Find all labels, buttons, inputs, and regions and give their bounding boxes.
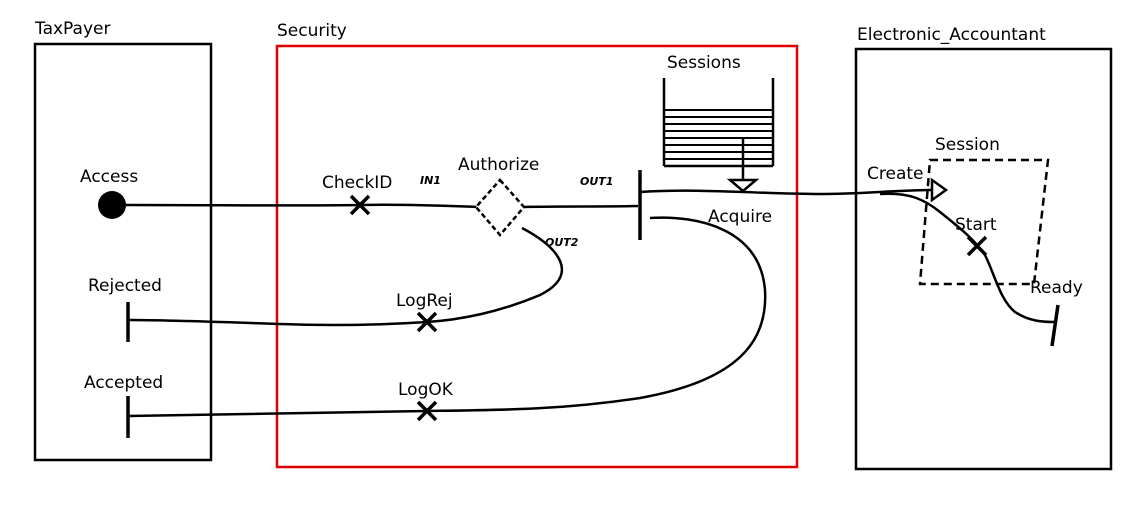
logrej-label: LogRej: [396, 291, 453, 311]
taxpayer-component: [33, 42, 213, 462]
out2-label: OUT2: [545, 236, 579, 249]
security-component: [275, 44, 799, 469]
taxpayer-title: TaxPayer: [34, 19, 110, 39]
path-out2-to-rejected: [127, 226, 564, 327]
create-label: Create: [867, 164, 924, 184]
logok-label: LogOK: [398, 380, 454, 400]
start-responsibility: [966, 235, 988, 257]
acquire-arrow: [726, 139, 760, 193]
path-authorize-to-out1: [521, 204, 639, 209]
checkid-label: CheckID: [322, 173, 392, 193]
checkid-responsibility: [349, 194, 371, 216]
logrej-responsibility: [416, 311, 438, 333]
ready-end-bar: [1050, 304, 1060, 347]
access-start-point: [98, 191, 126, 219]
session-slot: [918, 158, 1050, 286]
electronic-accountant-title: Electronic_Accountant: [857, 25, 1046, 45]
ready-label: Ready: [1030, 278, 1083, 298]
acquire-label: Acquire: [708, 207, 772, 227]
path-acquire-to-accepted: [127, 216, 767, 418]
rejected-label: Rejected: [88, 276, 162, 296]
accepted-label: Accepted: [84, 373, 163, 393]
in1-label: IN1: [420, 174, 441, 187]
authorize-label: Authorize: [458, 155, 539, 175]
authorize-or-fork: [474, 178, 526, 237]
sessions-label: Sessions: [667, 53, 741, 73]
access-label: Access: [80, 167, 138, 187]
path-access-to-authorize: [111, 203, 479, 209]
session-label: Session: [935, 135, 1000, 155]
path-out1-to-create: [639, 188, 933, 196]
out1-label: OUT1: [580, 175, 613, 188]
security-title: Security: [277, 21, 347, 41]
electronic-accountant-component: [854, 47, 1113, 471]
sessions-pool: [662, 78, 775, 168]
create-stub: [930, 177, 949, 203]
path-create-to-ready: [879, 192, 1056, 324]
logok-responsibility: [416, 400, 438, 422]
start-label: Start: [955, 215, 997, 235]
